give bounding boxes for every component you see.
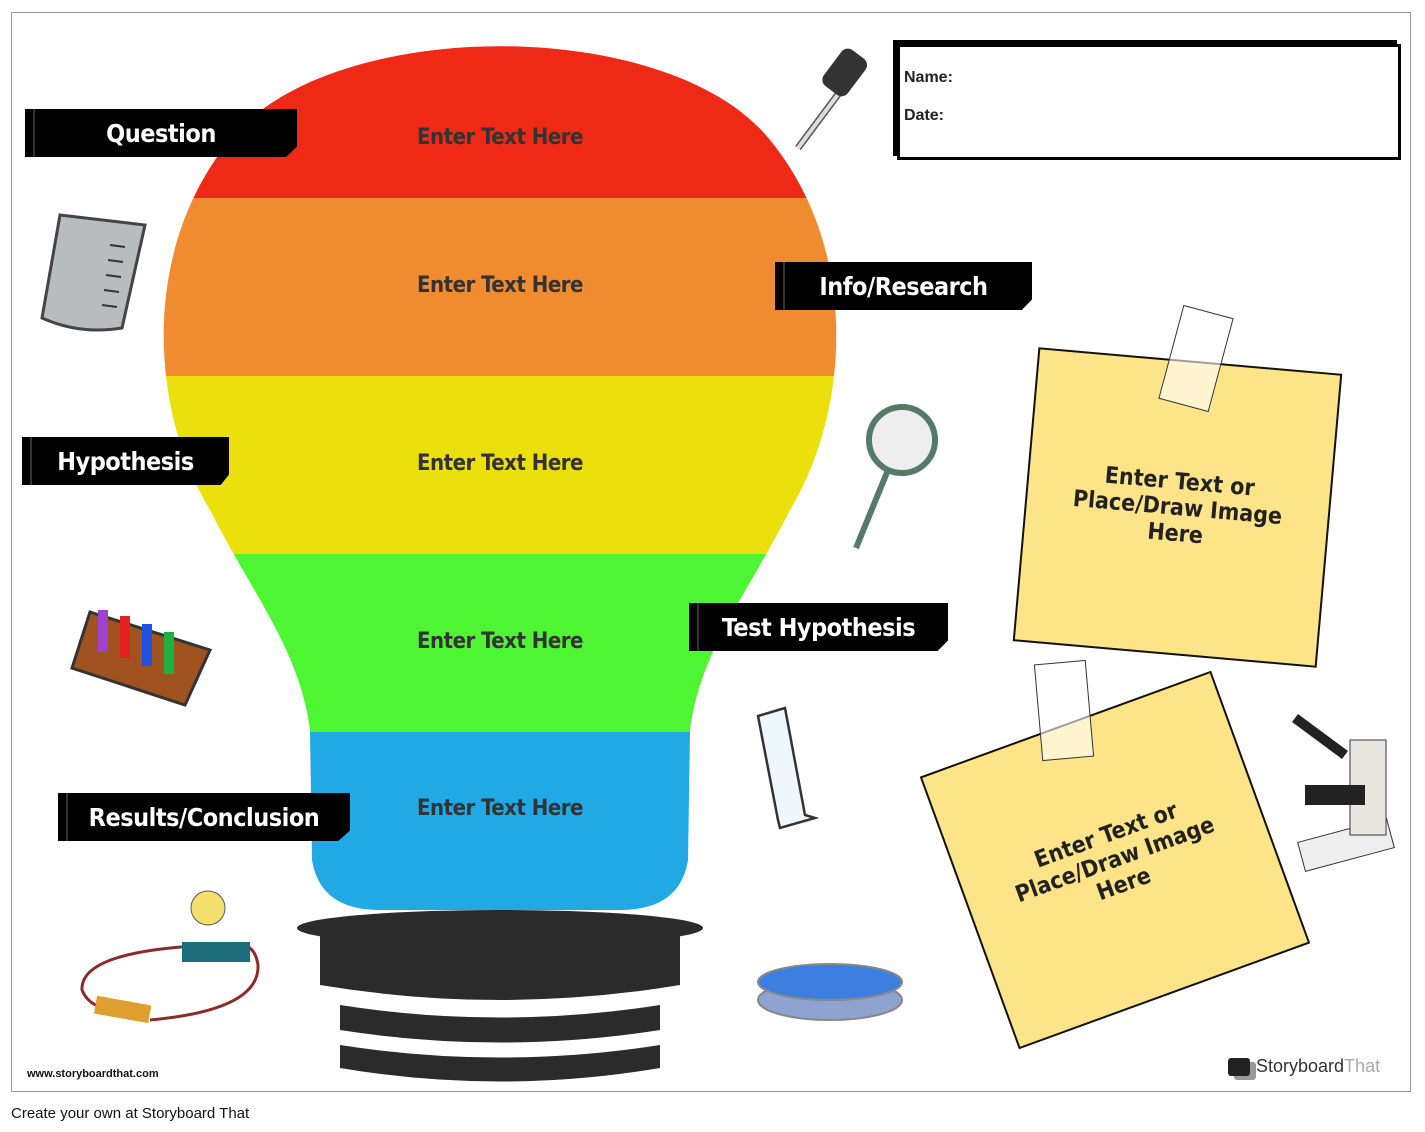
worksheet-frame — [11, 12, 1411, 1092]
microscope-icon — [1292, 713, 1395, 873]
dropper-icon — [795, 48, 868, 151]
test-tube-rack-icon — [70, 610, 213, 707]
create-your-own-link[interactable]: Create your own at Storyboard That — [11, 1105, 250, 1122]
bulb-base — [297, 910, 703, 1082]
band-question[interactable] — [100, 0, 900, 198]
circuit-icon — [80, 890, 260, 1024]
sticky-note-text: Enter Text or Place/Draw Image Here — [1071, 462, 1284, 549]
hypothesis-label: Hypothesis — [22, 437, 229, 485]
sticky-note-text: Enter Text or Place/Draw Image Here — [1011, 797, 1219, 909]
petri-dish-icon — [757, 963, 903, 1021]
results-text[interactable]: Enter Text Here — [417, 796, 583, 821]
question-text[interactable]: Enter Text Here — [417, 125, 583, 150]
graduated-cylinder-icon — [756, 706, 820, 830]
logo-text-b: That — [1344, 1056, 1381, 1076]
tape-icon — [1033, 659, 1095, 762]
name-date-box[interactable]: Name: Date: — [897, 44, 1401, 160]
band-hypothesis[interactable] — [100, 376, 900, 554]
website-text: www.storyboardthat.com — [27, 1068, 159, 1080]
logo-icon — [1228, 1057, 1250, 1076]
beaker-icon — [40, 213, 147, 332]
results-label: Results/Conclusion — [58, 793, 350, 841]
research-text[interactable]: Enter Text Here — [417, 273, 583, 298]
test-hypothesis-label: Test Hypothesis — [689, 603, 948, 651]
magnifying-glass-icon — [853, 404, 938, 550]
research-label: Info/Research — [775, 262, 1032, 310]
date-label: Date: — [904, 107, 945, 124]
question-label: Question — [25, 109, 297, 157]
band-research[interactable] — [100, 198, 900, 376]
name-label: Name: — [904, 69, 953, 86]
hypothesis-text[interactable]: Enter Text Here — [417, 451, 583, 476]
test-hypothesis-text[interactable]: Enter Text Here — [417, 629, 583, 654]
logo-text: Storyboard — [1256, 1056, 1345, 1076]
